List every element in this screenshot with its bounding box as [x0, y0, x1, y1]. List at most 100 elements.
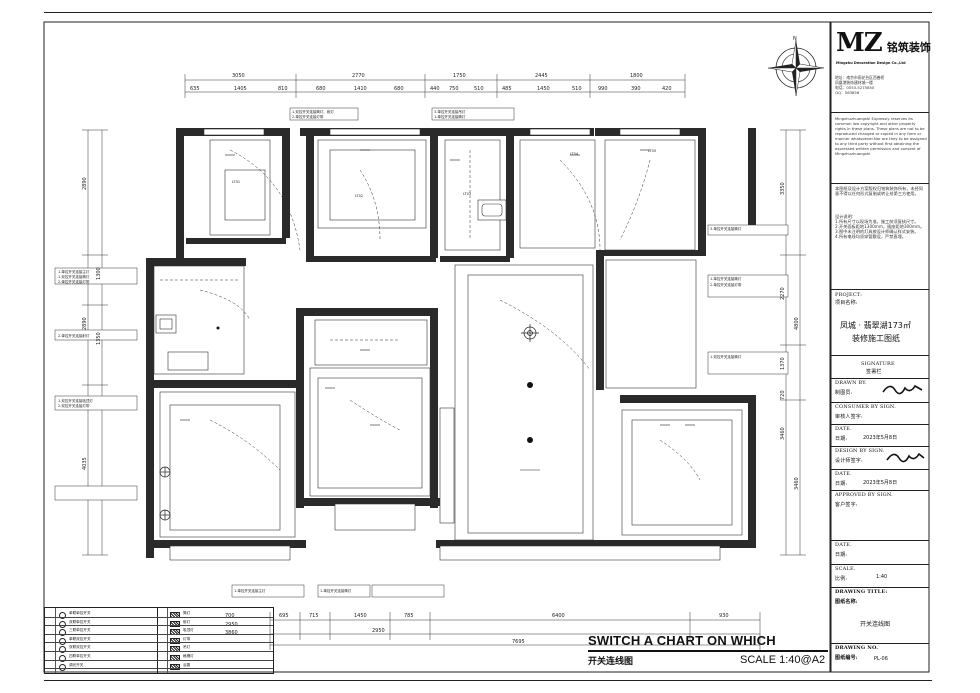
wire-note: 1.单控开关连接筒灯: [434, 114, 466, 119]
date-value: 2023年5月8日: [863, 480, 898, 486]
drawing-title-cn: 开关连线图: [588, 657, 634, 667]
drawing-title-en: SWITCH A CHART ON WHICH: [588, 633, 776, 648]
design-notes: 设计说明： 1.所有尺寸以现场为准，施工前须复核尺寸。 2.开关面板距地1300…: [835, 214, 927, 239]
top-dim-minor: 485: [502, 86, 512, 92]
tb-divider: [831, 540, 929, 541]
wire-note: 2.单控开关连接射灯: [58, 333, 90, 338]
wire-note: 1.单控开关连接筒灯: [710, 276, 742, 281]
drawing-title: 开关连线图: [860, 621, 891, 628]
legend-item: 格栅灯: [183, 654, 194, 658]
drawing-no-label: DRAWING NO.: [835, 645, 879, 651]
left-dimensions: [82, 129, 108, 556]
drawing-no: PL-06: [874, 656, 888, 662]
wire-note: 2.单控开关连接灯带: [292, 114, 324, 119]
date-value: 2023年5月8日: [863, 435, 898, 441]
right-dim: 3460: [794, 477, 800, 490]
cn-copyright-note: 本图纸及设计方案版权归铭筑装饰所有，未经同意不得以任何形式复制或转让给第三方使用…: [835, 186, 923, 196]
lamp-symbol-icon: [170, 646, 180, 653]
bottom-dimensions: [269, 612, 761, 650]
designer-signature: [886, 452, 925, 463]
design-note: 2.开关面板距地1300mm，插座距地300mm。: [835, 224, 925, 229]
top-dimensions: [184, 74, 686, 98]
drawing-title-cn: 图纸名称:: [835, 599, 858, 605]
tb-divider: [831, 424, 929, 425]
scale-cn: 比例:: [835, 576, 848, 582]
switch-symbol-icon: [59, 620, 66, 628]
drawn-by-signature: [882, 384, 923, 395]
bottom-dim-minor: 1450: [354, 613, 367, 619]
right-dim: 1370: [780, 357, 786, 370]
north-label: N: [793, 36, 797, 42]
wire-note: 2.单控开关连接灯带: [710, 282, 742, 287]
drawn-by-cn: 制图员:: [835, 390, 853, 396]
tb-divider: [831, 112, 929, 113]
wire-note: 1.单控开关连接主灯: [58, 269, 90, 274]
lamp-symbol-icon: [170, 637, 180, 644]
legend-row-divider: [157, 642, 273, 643]
bottom-dim-left: 3860: [225, 630, 238, 636]
design-cn: 设计师签字:: [835, 458, 863, 464]
recessed-lights: [216, 326, 533, 443]
legend-row-divider: [157, 659, 273, 661]
bottom-dim-minor: 715: [309, 613, 319, 619]
top-dim-minor: 420: [662, 86, 672, 92]
design-note: 3.图中未注明的灯具按设计师确认样式安装。: [835, 229, 919, 234]
wire-note: 2.单控开关连接灯带: [58, 279, 90, 284]
top-dim-major: 1750: [453, 73, 466, 79]
logo-chinese: 铭筑装饰: [886, 41, 931, 54]
top-dim-minor: 440: [430, 86, 440, 92]
drawing-scale: SCALE 1:40@A2: [740, 654, 826, 666]
tb-divider: [831, 643, 929, 644]
date-label: DATE.: [835, 471, 852, 477]
lamp-symbol-icon: [170, 629, 180, 636]
bottom-dim-left: 2950: [225, 622, 238, 628]
drawing-title-label: DRAWING TITLE:: [835, 589, 888, 595]
project-label-cn: 项目名称:: [835, 300, 858, 306]
address-line: 凤凰港装饰建材城一楼: [835, 80, 873, 85]
switch-symbol-icon: [59, 655, 66, 662]
legend-row-divider: [45, 633, 157, 635]
company-logo: MZ 铭筑装饰: [836, 28, 931, 58]
top-dim-major: 2770: [352, 73, 365, 79]
fixtures: [155, 199, 507, 524]
top-dim-minor: 810: [278, 86, 288, 92]
wire-note: 2.双控开关连接灯带: [58, 403, 90, 408]
date-label: DATE.: [835, 426, 852, 432]
tb-divider: [831, 446, 929, 447]
top-dim-minor: 1410: [354, 86, 367, 92]
right-dimensions: [780, 129, 806, 556]
top-dim-major: 2445: [535, 73, 548, 79]
legend-row-divider: [45, 668, 157, 669]
room-tag: LT04: [570, 152, 579, 156]
legend-table: 单联单控开关双联单控开关三联单控开关单联双控开关双联双控开关四联单控开关调光开关…: [44, 607, 274, 674]
approved-label: APPROVED BY SIGN.: [835, 492, 893, 498]
legend-row-divider: [45, 651, 157, 652]
drawing-frame: [43, 21, 831, 673]
design-note: 4.所有电线均须穿管敷设，严禁直埋。: [835, 234, 906, 239]
ceiling-outlines: [153, 139, 743, 541]
legend-row-divider: [45, 616, 157, 618]
legend-item: 双联单控开关: [69, 619, 91, 624]
project-label: PROJECT:: [835, 292, 863, 298]
right-dim: 3460: [780, 427, 786, 440]
design-note: 设计说明：: [835, 214, 856, 219]
left-dim: 1300: [96, 267, 102, 280]
bottom-dim-major: 7695: [512, 639, 525, 645]
scale-value: 1:40: [876, 574, 888, 580]
lamp-symbol-icon: [170, 655, 180, 661]
legend-item: 射灯: [183, 619, 191, 624]
legend-row-divider: [157, 625, 273, 626]
switch-symbol-icon: [59, 637, 66, 645]
wire-note: 3.单控开关连接筒灯: [710, 226, 742, 231]
left-dim: 2890: [82, 177, 88, 190]
logo-english: Mingzhu Decoration Design Co.,Ltd: [836, 61, 906, 65]
legend-item: 三联单控开关: [69, 628, 91, 633]
tb-divider: [831, 564, 929, 565]
legend-item: 双联双控开关: [69, 645, 91, 650]
legend-item: 单联双控开关: [69, 636, 91, 641]
legend-item: 调光开关: [69, 662, 84, 667]
lamp-symbol-icon: [170, 663, 180, 670]
address-line: 地址：南京市雨花台区西善桥: [835, 75, 885, 80]
